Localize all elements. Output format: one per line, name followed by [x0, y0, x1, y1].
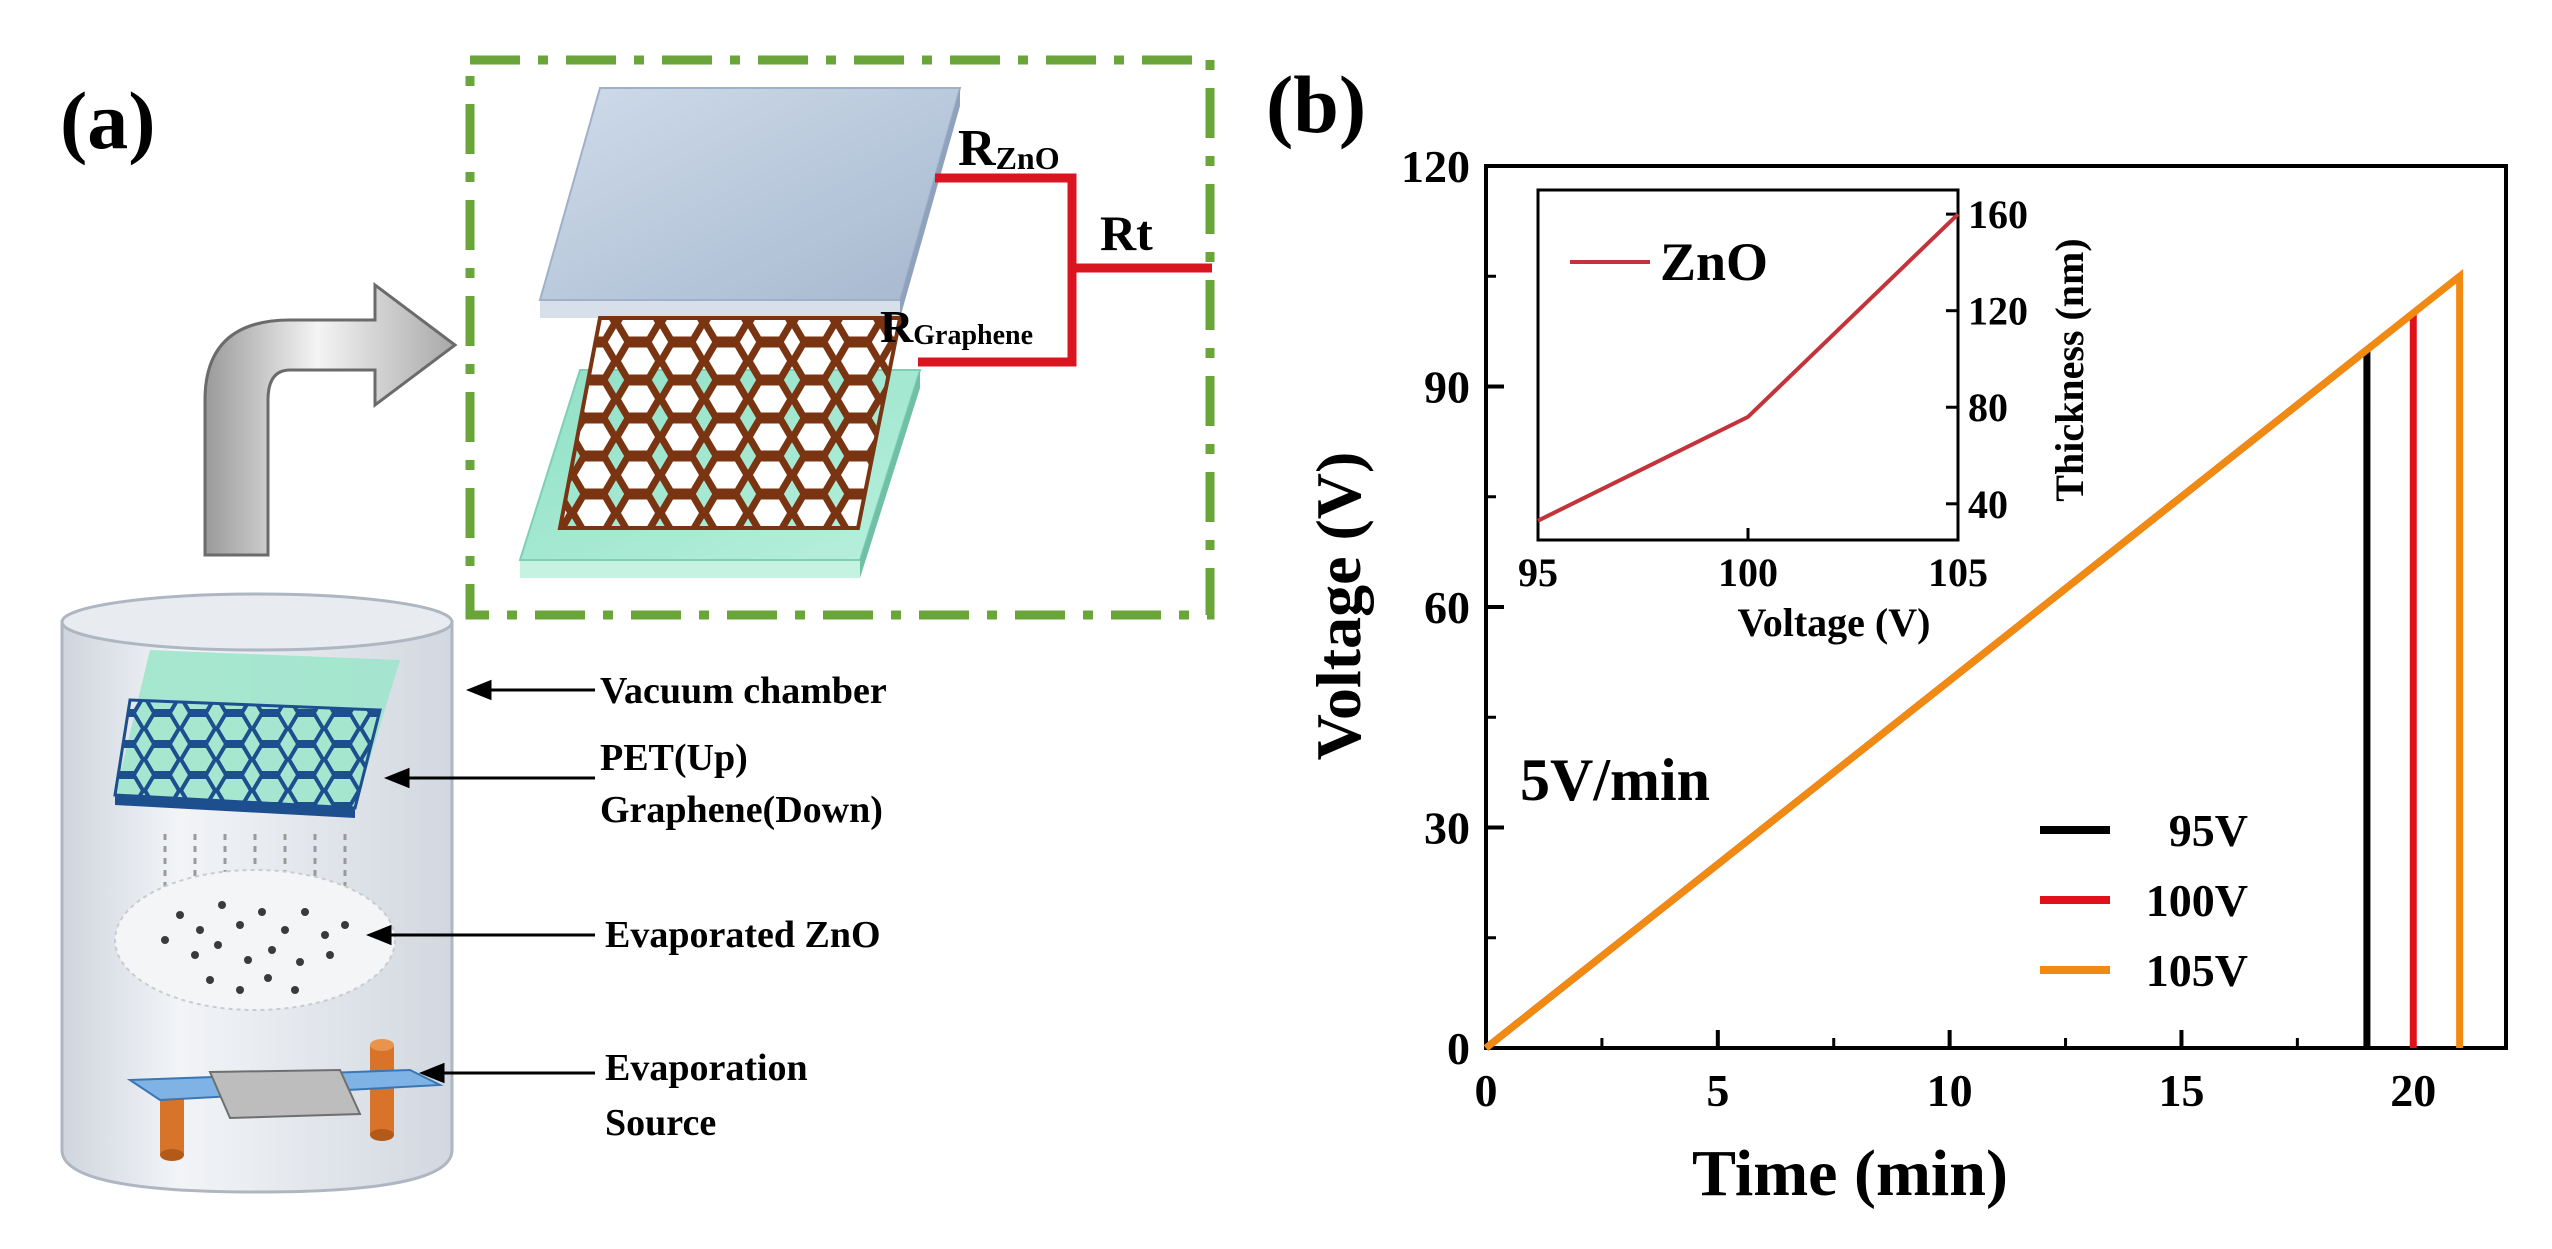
- evaporated-zno-label: Evaporated ZnO: [605, 914, 881, 956]
- bent-arrow-icon: [203, 282, 458, 557]
- callout-arrows: [365, 679, 595, 1084]
- evaporation-source: [126, 1039, 444, 1161]
- pet-sample: [113, 650, 400, 818]
- inset-y-tick-label: 120: [1968, 289, 2028, 334]
- rate-annotation: 5V/min: [1520, 747, 1710, 813]
- inset-y-tick-label: 160: [1968, 192, 2028, 237]
- y-tick-label: 120: [1401, 141, 1470, 192]
- legend-label-105V: 105V: [2146, 945, 2248, 996]
- inset-x-tick-label: 95: [1518, 550, 1558, 595]
- inset-x-title: Voltage (V): [1738, 600, 1931, 645]
- inset-series-line-ZnO: [1537, 212, 1960, 523]
- source-label: Source: [605, 1102, 716, 1144]
- inset-legend: ZnO: [1570, 232, 1768, 292]
- x-tick-label: 20: [2390, 1065, 2436, 1116]
- inset-x-tick-label: 105: [1928, 550, 1988, 595]
- x-tick-label: 0: [1475, 1065, 1498, 1116]
- x-axis-title: Time (min): [1692, 1137, 2008, 1210]
- r-zno-label: RZnO: [958, 120, 1060, 177]
- y-tick-label: 30: [1424, 803, 1470, 854]
- legend-label-100V: 100V: [2146, 875, 2248, 926]
- x-tick-label: 10: [1927, 1065, 1973, 1116]
- inset-frame: [1536, 188, 1960, 542]
- rt-label: Rt: [1100, 205, 1153, 261]
- inset-plot: 95 100 105 40 80 120 160: [1518, 188, 2028, 595]
- x-tick-label: 15: [2158, 1065, 2204, 1116]
- circuit-wires: [918, 173, 1212, 367]
- legend: 95V 100V 105V: [2040, 805, 2248, 996]
- legend-label-95V: 95V: [2169, 805, 2248, 856]
- graphene-label: Graphene(Down): [600, 789, 883, 831]
- ramp-line: [1483, 273, 2462, 1051]
- inset-dashed-frame: [465, 55, 1215, 620]
- vacuum-chamber-label: Vacuum chamber: [600, 670, 887, 712]
- inset-y-tick-label: 80: [1968, 385, 2008, 430]
- zno-sheet: [538, 87, 962, 318]
- chart-panel: (b) Voltage (V) Time (min) 5V/min 0 5 10 15…: [1240, 0, 2552, 1244]
- x-tick-label: 5: [1706, 1065, 1729, 1116]
- panel-b-label: (b): [1266, 59, 1366, 150]
- pet-label: PET(Up): [600, 737, 748, 779]
- main-plot: 0 5 10 15 20 0 30 60 90 120: [1401, 141, 2508, 1116]
- schematic-svg: (a) RZnO RGraphene Rt: [60, 55, 1215, 1194]
- evaporation-label: Evaporation: [605, 1047, 808, 1089]
- y-tick-label: 60: [1424, 582, 1470, 633]
- y-tick-label: 0: [1447, 1023, 1470, 1074]
- r-graphene-label: RGraphene: [880, 301, 1033, 352]
- inset-x-tick-label: 100: [1718, 550, 1778, 595]
- y-tick-label: 90: [1424, 362, 1470, 413]
- inset-y-tick-label: 40: [1968, 482, 2008, 527]
- panel-a-label: (a): [60, 75, 156, 166]
- inset-y-title: Thickness (nm): [2047, 238, 2092, 501]
- zno-vapor-cloud: [114, 869, 396, 1011]
- y-axis-title: Voltage (V): [1303, 452, 1374, 761]
- pet-graphene-sheet: [518, 316, 922, 578]
- graphene-layer: [557, 316, 903, 530]
- inset-legend-label: ZnO: [1660, 232, 1768, 292]
- schematic-panel: (a) RZnO RGraphene Rt: [0, 0, 1240, 1244]
- voltage-time-chart: (b) Voltage (V) Time (min) 5V/min 0 5 10 15…: [1266, 59, 2508, 1210]
